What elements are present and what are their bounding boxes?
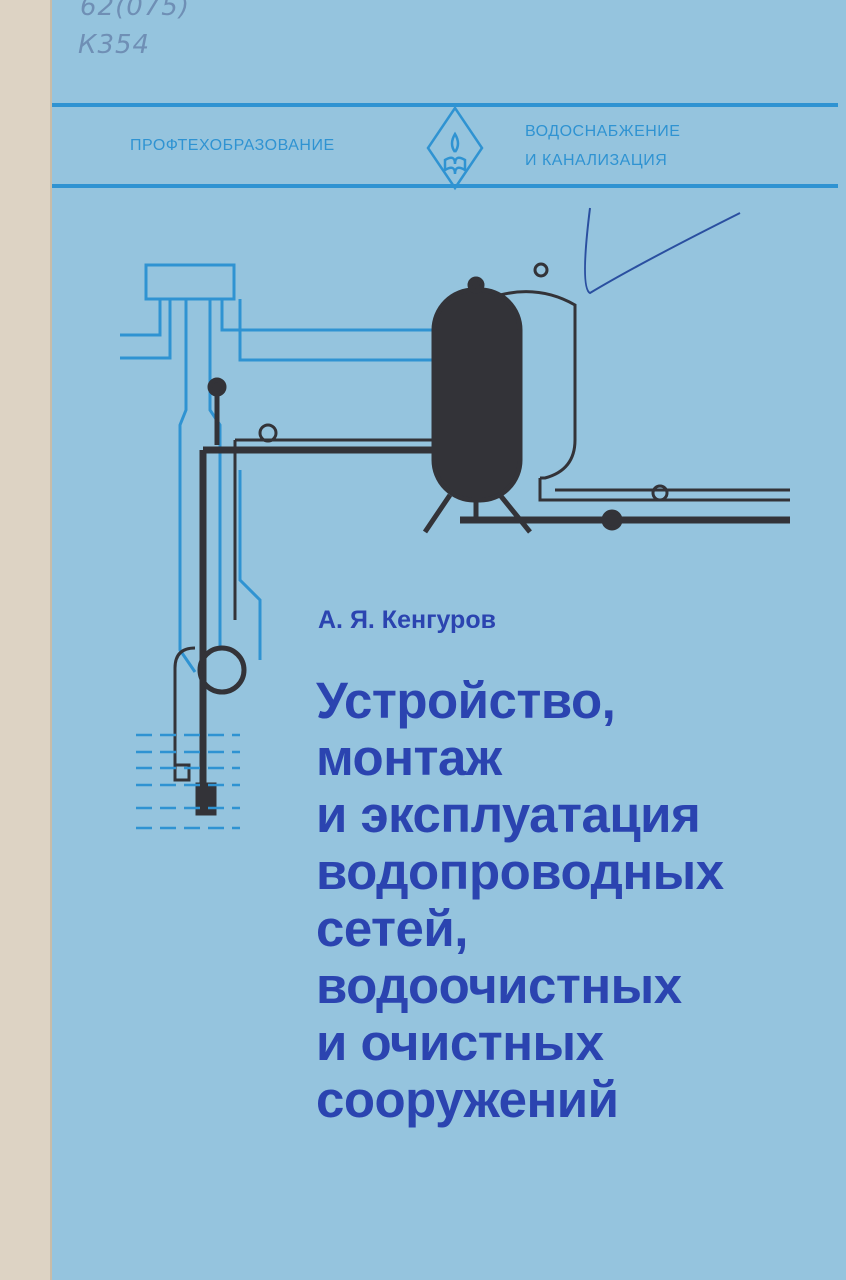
book-spine (0, 0, 52, 1280)
series-right-line1: ВОДОСНАБЖЕНИЕ (525, 123, 681, 140)
title-line: монтаж (316, 729, 502, 786)
book-title: Устройство, монтаж и эксплуатация водопр… (316, 672, 724, 1128)
title-line: водопроводных (316, 843, 724, 900)
author-name: А. Я. Кенгуров (318, 606, 496, 634)
bottom-rule (52, 184, 838, 188)
title-line: и очистных (316, 1014, 604, 1071)
top-rule (52, 103, 838, 107)
book-flame-emblem-icon (426, 105, 484, 191)
title-line: и эксплуатация (316, 786, 701, 843)
title-line: сетей, (316, 900, 468, 957)
title-line: Устройство, (316, 672, 616, 729)
handwritten-author-mark: К354 (78, 30, 151, 60)
book-cover (52, 0, 846, 1280)
series-right-line2: И КАНАЛИЗАЦИЯ (525, 152, 668, 169)
water-level-lines (136, 733, 240, 830)
title-line: водоочистных (316, 957, 682, 1014)
handwritten-classification: 62(075) (80, 0, 190, 22)
series-left-label: ПРОФТЕХОБРАЗОВАНИЕ (130, 137, 335, 154)
title-line: сооружений (316, 1071, 619, 1128)
tank-and-pump (173, 207, 790, 816)
